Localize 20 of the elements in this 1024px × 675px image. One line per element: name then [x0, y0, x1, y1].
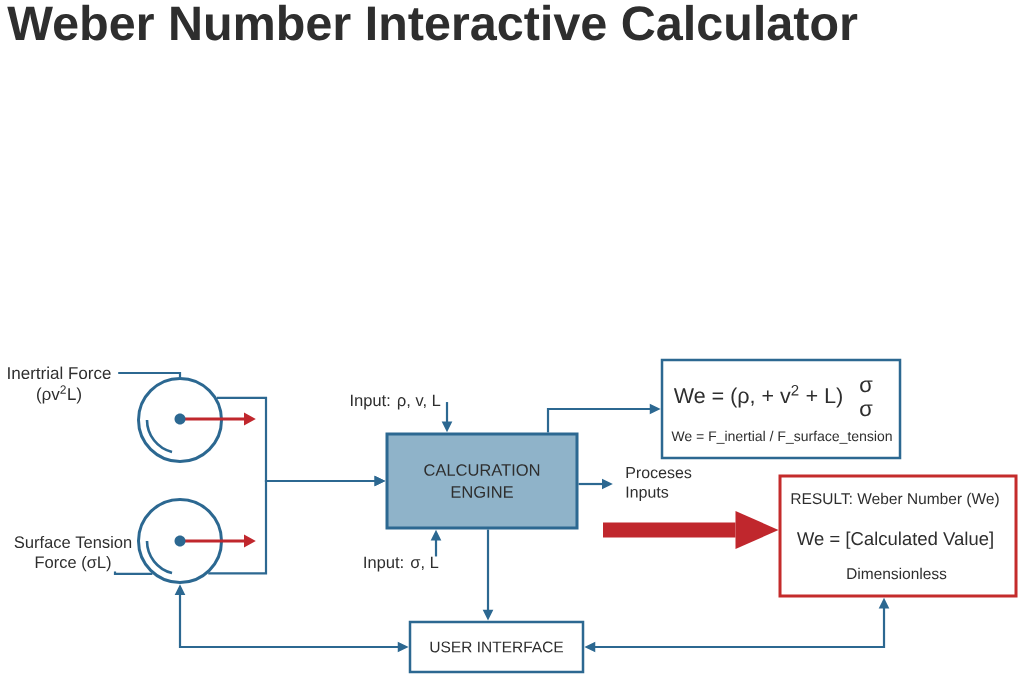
result-heading: RESULT: Weber Number (We) — [791, 492, 999, 508]
result-value: We = [Calculated Value] — [796, 531, 993, 549]
force-label: Inertrial Force (ρv$^{2}$L) — [8, 366, 111, 404]
block-arrow — [603, 511, 779, 549]
formula: We = F_inertial / F_surface_tension — [671, 430, 892, 444]
leader-line — [118, 371, 182, 377]
gauge-circle — [137, 377, 223, 463]
formula: We = (ρ, + v$^{2}$ + L) — [673, 384, 842, 408]
interface-box: USER INTERFACE — [408, 620, 585, 674]
unit-label: Dimensionless — [847, 567, 947, 580]
input-label: Input: σ, L — [364, 556, 439, 572]
input-label: Input: ρ, v, L — [351, 394, 441, 410]
gauge-circle — [137, 498, 223, 584]
force-label: Surface Tension Force (σL) — [14, 535, 132, 572]
fraction-numerator: σ — [860, 380, 873, 393]
fraction-denominator: σ — [860, 404, 873, 417]
process-box: CALCURATION ENGINE — [385, 432, 579, 530]
annotation-text: Proceses Inputs — [626, 467, 692, 501]
leader-line — [113, 571, 153, 576]
title: Weber Number Interactive Calculator — [7, 4, 858, 41]
